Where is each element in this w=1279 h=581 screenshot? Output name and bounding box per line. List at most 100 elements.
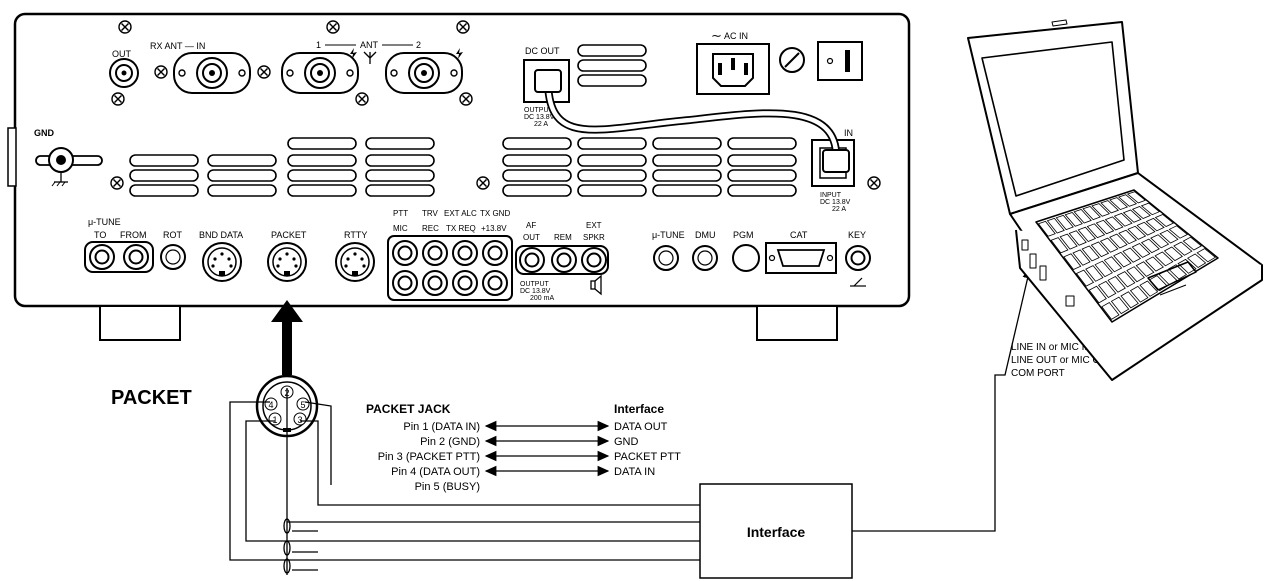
- ac-wave-icon: ∼: [711, 28, 722, 43]
- gnd-label: GND: [34, 128, 55, 138]
- bnd-data-connector: [202, 242, 242, 282]
- rtty-connector: [335, 242, 375, 282]
- output-label: OUTPUT: [520, 281, 550, 288]
- rot-label: ROT: [163, 230, 183, 240]
- from-label: FROM: [120, 230, 147, 240]
- packet-arrow: [271, 300, 303, 375]
- keyboard-key: [1110, 296, 1130, 315]
- key-label: KEY: [848, 230, 866, 240]
- keyboard-key: [1091, 203, 1111, 217]
- keyboard-key: [1122, 209, 1142, 223]
- fuse-icon: [779, 47, 805, 73]
- keyboard-key: [1126, 266, 1145, 283]
- output-voltage-label: DC 13.8V: [520, 288, 551, 295]
- rx-ant-in-label: RX ANT — IN: [150, 41, 205, 51]
- dc-in-current-text: 22 A: [832, 206, 846, 213]
- dc-in-input-text: INPUT: [820, 192, 842, 199]
- af-out-label: OUT: [523, 233, 540, 242]
- ant2-label: 2: [416, 40, 421, 50]
- keyboard-key: [1097, 280, 1117, 299]
- keyboard-key: [1037, 220, 1056, 237]
- keyboard-key: [1073, 209, 1092, 224]
- to-label: TO: [94, 230, 106, 240]
- pin-mapping-arrows: [484, 420, 610, 477]
- ground-terminal: [35, 147, 103, 187]
- mutune-connector: [653, 245, 679, 271]
- keyboard-key: [1187, 253, 1207, 268]
- keyboard-key: [1081, 245, 1100, 262]
- mic-label: MIC: [393, 224, 408, 233]
- trv-label: TRV: [422, 209, 439, 218]
- keyboard-key: [1122, 247, 1142, 263]
- keyboard-key: [1068, 230, 1087, 246]
- ext-alc-label: EXT ALC: [444, 209, 477, 218]
- cat-db9-connector: [765, 242, 837, 274]
- interface-box-label: Interface: [747, 524, 806, 540]
- keyboard-key: [1150, 234, 1170, 249]
- keyboard-key: [1075, 269, 1095, 287]
- dc-out-output-text: OUTPUT: [524, 107, 554, 114]
- keyboard-key: [1135, 261, 1155, 277]
- keyboard-key: [1050, 237, 1069, 254]
- ant2-connector: [385, 52, 463, 94]
- keyboard-key: [1131, 243, 1151, 258]
- iface-pin-4: DATA IN: [614, 466, 655, 478]
- keyboard-key: [1109, 233, 1128, 249]
- bnd-data-label: BND DATA: [199, 230, 243, 240]
- mutune-left-label: μ-TUNE: [88, 217, 121, 227]
- mutune-right-label: μ-TUNE: [652, 230, 685, 240]
- keyboard-key: [1085, 265, 1104, 282]
- ac-in-label: AC IN: [724, 31, 748, 41]
- packet-wiring: [229, 388, 700, 575]
- packet-port-label: PACKET: [271, 230, 307, 240]
- keyboard-key: [1158, 269, 1178, 286]
- iface-pin-1: DATA OUT: [614, 421, 668, 433]
- keyboard-key: [1145, 217, 1165, 232]
- ptt-label: PTT: [393, 209, 408, 218]
- keyboard-key: [1139, 280, 1159, 297]
- keyboard-key: [1145, 256, 1164, 272]
- power-switch: [817, 41, 863, 81]
- keyboard-key: [1095, 219, 1115, 235]
- keyboard-key: [1100, 200, 1120, 214]
- rec-label: REC: [422, 224, 439, 233]
- output-current-label: 200 mA: [530, 295, 554, 302]
- iface-pin-2: GND: [614, 436, 639, 448]
- pc-port-line-1: LINE IN or MIC IN: [1011, 342, 1092, 353]
- dc-in-label: IN: [844, 128, 853, 138]
- keyboard-key: [1140, 238, 1160, 254]
- ant-label: ANT: [360, 40, 379, 50]
- pc-port-line-3: COM PORT: [1011, 368, 1065, 379]
- rem-label: REM: [554, 233, 572, 242]
- keyboard-key: [1099, 237, 1119, 253]
- keyboard-key: [1086, 223, 1106, 239]
- interface-box: [699, 483, 853, 579]
- dc-in-voltage-text: DC 13.8V: [820, 199, 851, 206]
- rx-ant-out-connector: [109, 58, 139, 88]
- mutune-to-jack: [89, 244, 115, 270]
- keyboard-key: [1082, 206, 1101, 221]
- lightning-icon: [350, 48, 463, 59]
- pc-port-line-2: LINE OUT or MIC OUT: [1011, 355, 1114, 366]
- keyboard-key: [1168, 225, 1189, 239]
- keyboard-key: [1154, 214, 1175, 227]
- af-label: AF: [526, 221, 536, 230]
- din-pin-3: 3: [297, 415, 302, 425]
- cat-label: CAT: [790, 230, 808, 240]
- dmu-label: DMU: [695, 230, 716, 240]
- keyboard-key: [1088, 285, 1107, 304]
- interface-header: Interface: [614, 402, 664, 416]
- keyboard-key: [1072, 249, 1091, 266]
- keyboard-key: [1118, 194, 1138, 207]
- keyboard-key: [1177, 258, 1197, 274]
- ant1-label: 1: [316, 40, 321, 50]
- shield-wire: [283, 518, 291, 574]
- tx-gnd-label: TX GND: [480, 209, 510, 218]
- jack-pin-1: Pin 1 (DATA IN): [403, 421, 480, 433]
- keyboard-key: [1103, 256, 1123, 273]
- spkr-label: SPKR: [583, 233, 605, 242]
- rx-ant-out-label: OUT: [112, 49, 132, 59]
- dc-out-voltage-text: DC 13.8V: [524, 114, 555, 121]
- keyboard-key: [1163, 246, 1183, 262]
